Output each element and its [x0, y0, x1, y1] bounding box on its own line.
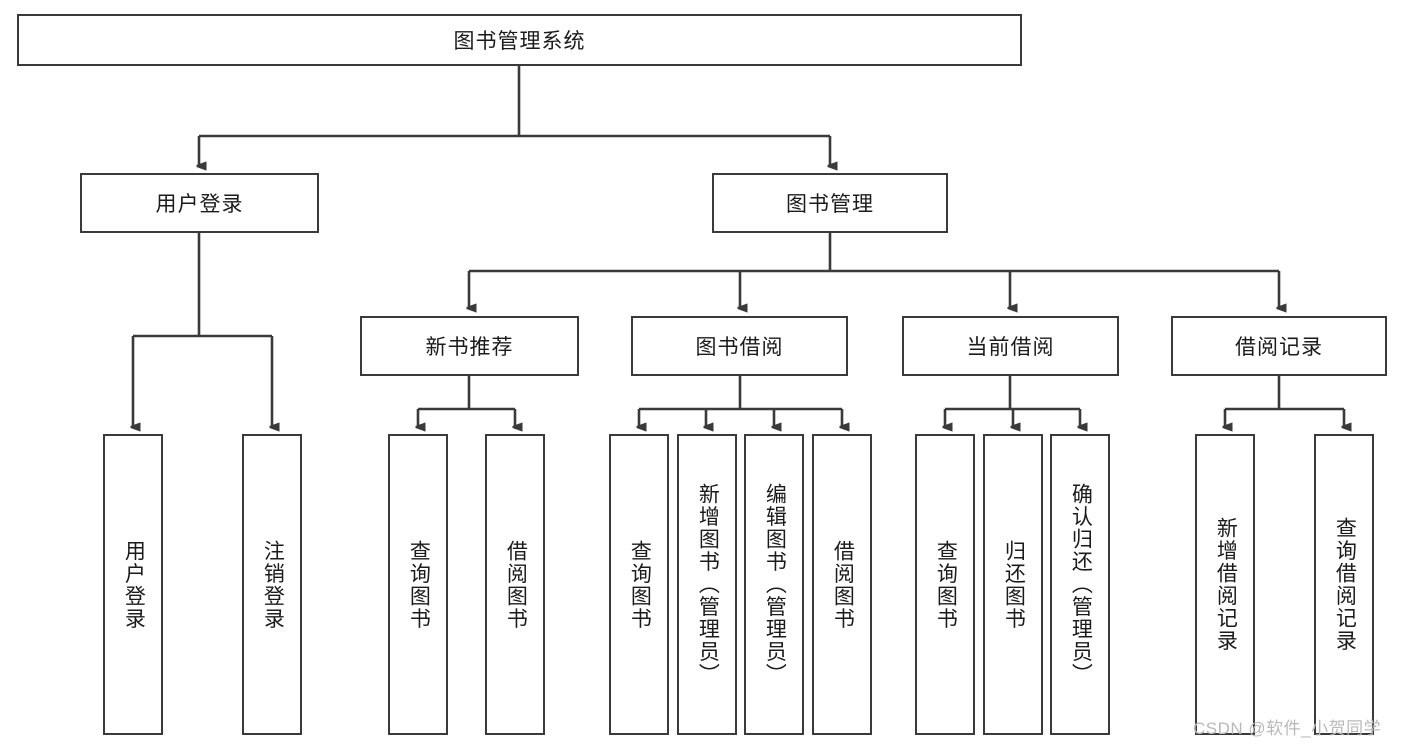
- leaf-new-book-query-book[interactable]: 查询图书: [388, 434, 448, 735]
- leaf-current-borrow-return-book[interactable]: 归还图书: [983, 434, 1043, 735]
- leaf-user-login-logout[interactable]: 注销登录: [242, 434, 302, 735]
- leaf-book-borrow-add-book-admin[interactable]: 新增图书（管理员）: [677, 434, 737, 735]
- leaf-borrow-records-add-record[interactable]: 新增借阅记录: [1195, 434, 1255, 735]
- node-label: 确认归还（管理员）: [1069, 483, 1093, 686]
- node-label: 查询图书: [934, 539, 958, 630]
- leaf-book-borrow-query-book[interactable]: 查询图书: [609, 434, 669, 735]
- node-label: 用户登录: [155, 193, 244, 216]
- node-label: 归还图书: [1002, 539, 1026, 630]
- node-label: 借阅图书: [831, 539, 855, 630]
- node-label: 新增图书（管理员）: [696, 483, 720, 686]
- node-label: 查询借阅记录: [1333, 517, 1357, 652]
- leaf-book-borrow-edit-book-admin[interactable]: 编辑图书（管理员）: [744, 434, 804, 735]
- node-label: 注销登录: [261, 539, 285, 630]
- node-label: 用户登录: [122, 539, 146, 630]
- node-label: 图书管理: [786, 193, 874, 216]
- node-label: 新增借阅记录: [1214, 517, 1238, 652]
- leaf-borrow-records-query-record[interactable]: 查询借阅记录: [1314, 434, 1374, 735]
- node-label: 编辑图书（管理员）: [763, 483, 787, 686]
- watermark: CSDN @软件_小贺同学: [1193, 719, 1382, 738]
- node-user-login[interactable]: 用户登录: [80, 173, 319, 233]
- node-root-library-management-system[interactable]: 图书管理系统: [17, 14, 1022, 66]
- leaf-new-book-borrow-book[interactable]: 借阅图书: [485, 434, 545, 735]
- node-label: 当前借阅: [966, 336, 1055, 359]
- node-current-borrow[interactable]: 当前借阅: [902, 316, 1119, 376]
- node-book-borrow[interactable]: 图书借阅: [631, 316, 848, 376]
- leaf-book-borrow-borrow-book[interactable]: 借阅图书: [812, 434, 872, 735]
- node-borrow-records[interactable]: 借阅记录: [1171, 316, 1387, 376]
- node-label: 图书借阅: [695, 336, 784, 359]
- node-label: 查询图书: [407, 539, 431, 630]
- node-label: 借阅记录: [1235, 336, 1323, 359]
- node-label: 借阅图书: [504, 539, 528, 630]
- leaf-current-borrow-confirm-return-admin[interactable]: 确认归还（管理员）: [1050, 434, 1110, 735]
- node-label: 查询图书: [628, 539, 652, 630]
- leaf-current-borrow-query-book[interactable]: 查询图书: [915, 434, 975, 735]
- leaf-user-login-login[interactable]: 用户登录: [103, 434, 163, 735]
- node-label: 图书管理系统: [453, 30, 586, 53]
- node-label: 新书推荐: [425, 336, 514, 359]
- node-new-book-recommend[interactable]: 新书推荐: [360, 316, 579, 376]
- node-book-management[interactable]: 图书管理: [712, 173, 948, 233]
